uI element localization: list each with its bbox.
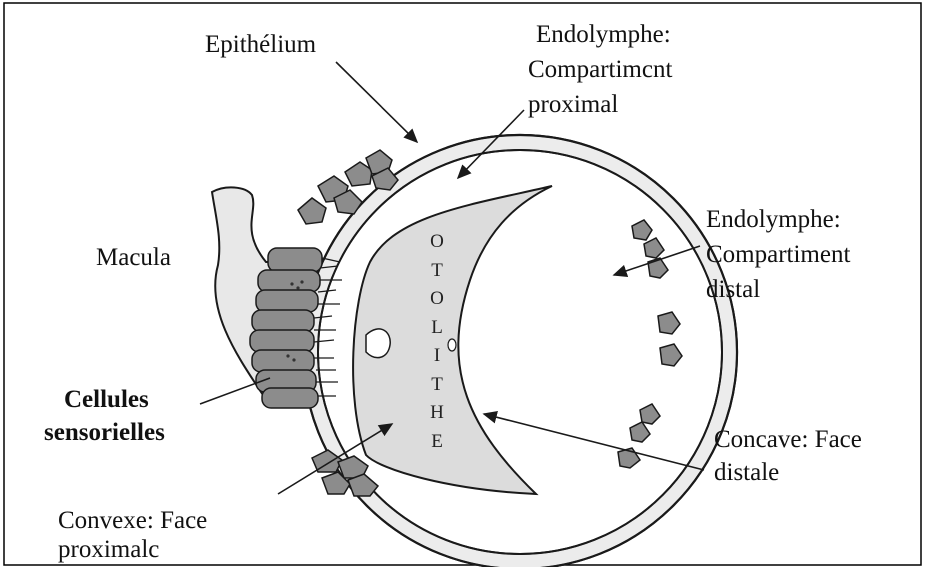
label-endolymphe-distal-3: distal [706, 275, 760, 305]
label-cellules-1: Cellules [64, 385, 149, 415]
label-endolymphe-distal-2: Compartiment [706, 240, 850, 270]
label-concave-2: distale [714, 458, 779, 488]
otolithe-letter: T [427, 261, 447, 280]
sensory-cells [250, 248, 322, 408]
otolithe-letter: E [427, 432, 447, 451]
label-cellules-2: sensorielles [44, 418, 165, 448]
label-endolymphe-distal-1: Endolymphe: [706, 205, 841, 235]
label-macula: Macula [96, 243, 171, 273]
otolith-hole [448, 339, 456, 351]
otolithe-letter: T [427, 375, 447, 394]
otolithe-letter: O [427, 232, 447, 251]
label-convexe-1: Convexe: Face [58, 506, 207, 536]
otolithe-letter: O [427, 289, 447, 308]
label-endolymphe-proximal-2: Compartimcnt [528, 55, 672, 85]
otolithe-letter: L [427, 318, 447, 337]
arrow-epithelium [336, 62, 417, 142]
label-endolymphe-proximal-3: proximal [528, 90, 618, 120]
label-epithelium: Epithélium [205, 30, 316, 60]
label-endolymphe-proximal-1: Endolymphe: [536, 20, 671, 50]
otolithe-letter: H [427, 403, 447, 422]
otolithe-letter: I [427, 346, 447, 365]
label-convexe-2: proximalc [58, 535, 159, 565]
otolith-notch [366, 329, 390, 358]
label-concave-1: Concave: Face [714, 425, 862, 455]
